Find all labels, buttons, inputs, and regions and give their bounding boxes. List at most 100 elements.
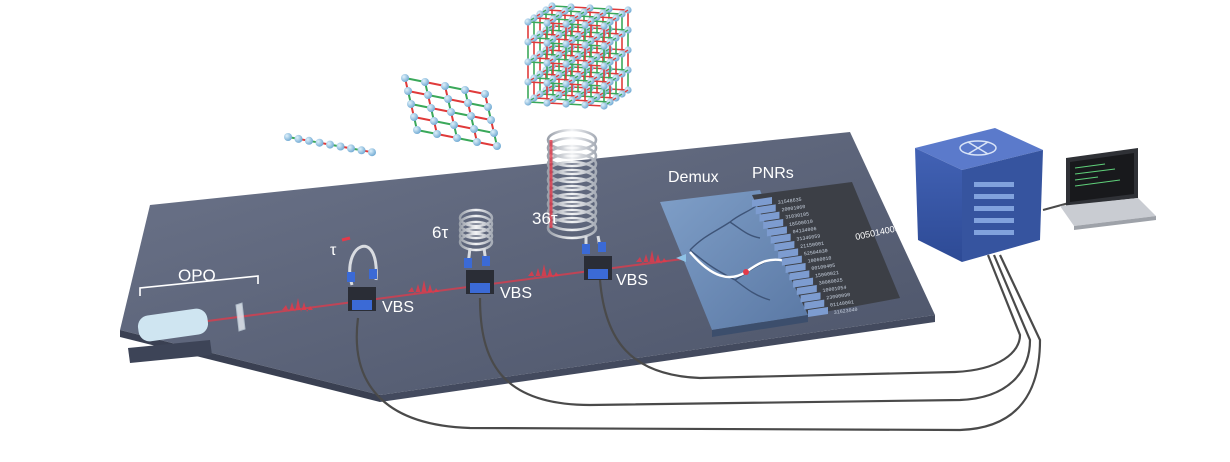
pnr-digits: 23000090 (826, 292, 851, 301)
qubit-node (481, 90, 489, 98)
pnr-detector: 30080025 (793, 277, 843, 288)
qubit-node (444, 95, 452, 103)
pnr-detector: 21150001 (774, 241, 824, 251)
qubit-node (450, 121, 458, 129)
qubit-node (600, 62, 608, 70)
qubit-node (524, 38, 532, 46)
pnr-detector: 31623040 (808, 307, 858, 317)
qubit-node (315, 138, 324, 147)
pnr-detector: 00100405 (785, 263, 836, 273)
qubit-node (562, 40, 570, 48)
pnr-detector: 31030105 (759, 211, 810, 222)
qubit-node (524, 98, 532, 106)
processing-unit (915, 128, 1081, 262)
qubit-node (536, 10, 544, 18)
qubit-node (543, 39, 551, 47)
pnr-detector: 20001060 (755, 204, 806, 215)
pnr-digits: 52504030 (804, 248, 829, 257)
qubit-node (562, 100, 570, 108)
qubit-node (581, 101, 589, 109)
qubit-node (470, 125, 478, 133)
opo-module: OPO (128, 266, 259, 363)
x-in-circle-icon (959, 140, 997, 156)
qubit-node (326, 140, 334, 149)
qubit-node (484, 103, 492, 111)
vbs-2-label: VBS (500, 285, 532, 302)
qubit-node (441, 82, 449, 90)
pnr-digits: 01140001 (830, 299, 855, 308)
qubit-node (427, 104, 435, 112)
pnr-digits: 31346059 (796, 233, 821, 242)
qubit-node (368, 148, 376, 157)
qubit-node (562, 80, 570, 88)
3d-cluster-lattice (524, 2, 632, 110)
pnr-detector: 23000090 (800, 292, 851, 303)
pnr-detector: 10001054 (796, 285, 847, 295)
qubit-node (574, 12, 582, 20)
qubit-node (524, 78, 532, 86)
pnr-detector: 01140001 (804, 299, 855, 310)
pnr-detector: 04134006 (766, 226, 817, 237)
qubit-node (581, 61, 589, 69)
qubit-node (464, 99, 472, 107)
qubit-node (357, 146, 366, 155)
laptop-icon (1060, 148, 1156, 230)
qubit-node (461, 86, 469, 94)
qubit-node (618, 10, 626, 18)
qubit-node (581, 41, 589, 49)
2d-cluster-lattice (401, 74, 501, 150)
pulse-trains (282, 250, 667, 312)
qubit-node (524, 58, 532, 66)
vbs-2: VBS (466, 270, 532, 302)
opo-label: OPO (178, 266, 216, 285)
qubit-node (581, 81, 589, 89)
qubit-node (284, 133, 292, 141)
qubit-node (524, 18, 532, 26)
vbs-3: VBS (584, 256, 648, 289)
pnr-digits: 04134006 (792, 226, 817, 235)
qubit-node (467, 112, 475, 120)
pnr-digits: 20001060 (781, 204, 806, 213)
vbs-3-label: VBS (616, 272, 648, 289)
pnr-detector: 52504030 (778, 248, 829, 259)
pnr-detector: 10060010 (781, 255, 832, 266)
qubit-node (294, 134, 303, 143)
qubit-node (421, 78, 429, 86)
delay-coil-36tau: 36τ (532, 128, 606, 254)
qubit-node (600, 102, 608, 110)
qubit-node (543, 99, 551, 107)
delay-loop-tau: τ (330, 236, 378, 286)
qubit-node (407, 100, 415, 108)
qubit-node (600, 82, 608, 90)
qubit-node (555, 11, 563, 19)
qubit-node (543, 19, 551, 27)
tau-label: τ (330, 242, 337, 259)
qubit-node (562, 20, 570, 28)
demux-label: Demux (668, 169, 719, 186)
pnr-digits: 31030105 (785, 211, 810, 220)
pnr-detector: 18500010 (763, 219, 813, 229)
qubit-node (600, 22, 608, 30)
qubit-node (305, 136, 313, 145)
pnr-digits: 10001054 (822, 285, 847, 294)
qubit-node (430, 117, 438, 125)
pnr-digits: 10060010 (807, 255, 832, 264)
pnr-detector: 31548635 (752, 197, 802, 207)
qubit-node (401, 74, 409, 82)
pnr-detector: 15000021 (789, 270, 839, 281)
qubit-node (600, 42, 608, 50)
qubit-node (410, 113, 418, 121)
qubit-node (453, 134, 461, 142)
qubit-node (493, 142, 501, 150)
pnr-digits: 00100405 (811, 263, 836, 272)
pnrs-label: PNRs (752, 165, 794, 182)
pnr-digits: 21150001 (800, 241, 825, 250)
vbs-1: VBS (348, 287, 414, 316)
fiber-cables (355, 254, 1042, 432)
qubit-node (581, 21, 589, 29)
pnr-digits: 31548635 (777, 197, 802, 206)
qubit-node (543, 79, 551, 87)
qubit-node (490, 129, 498, 137)
qubit-node (404, 87, 412, 95)
